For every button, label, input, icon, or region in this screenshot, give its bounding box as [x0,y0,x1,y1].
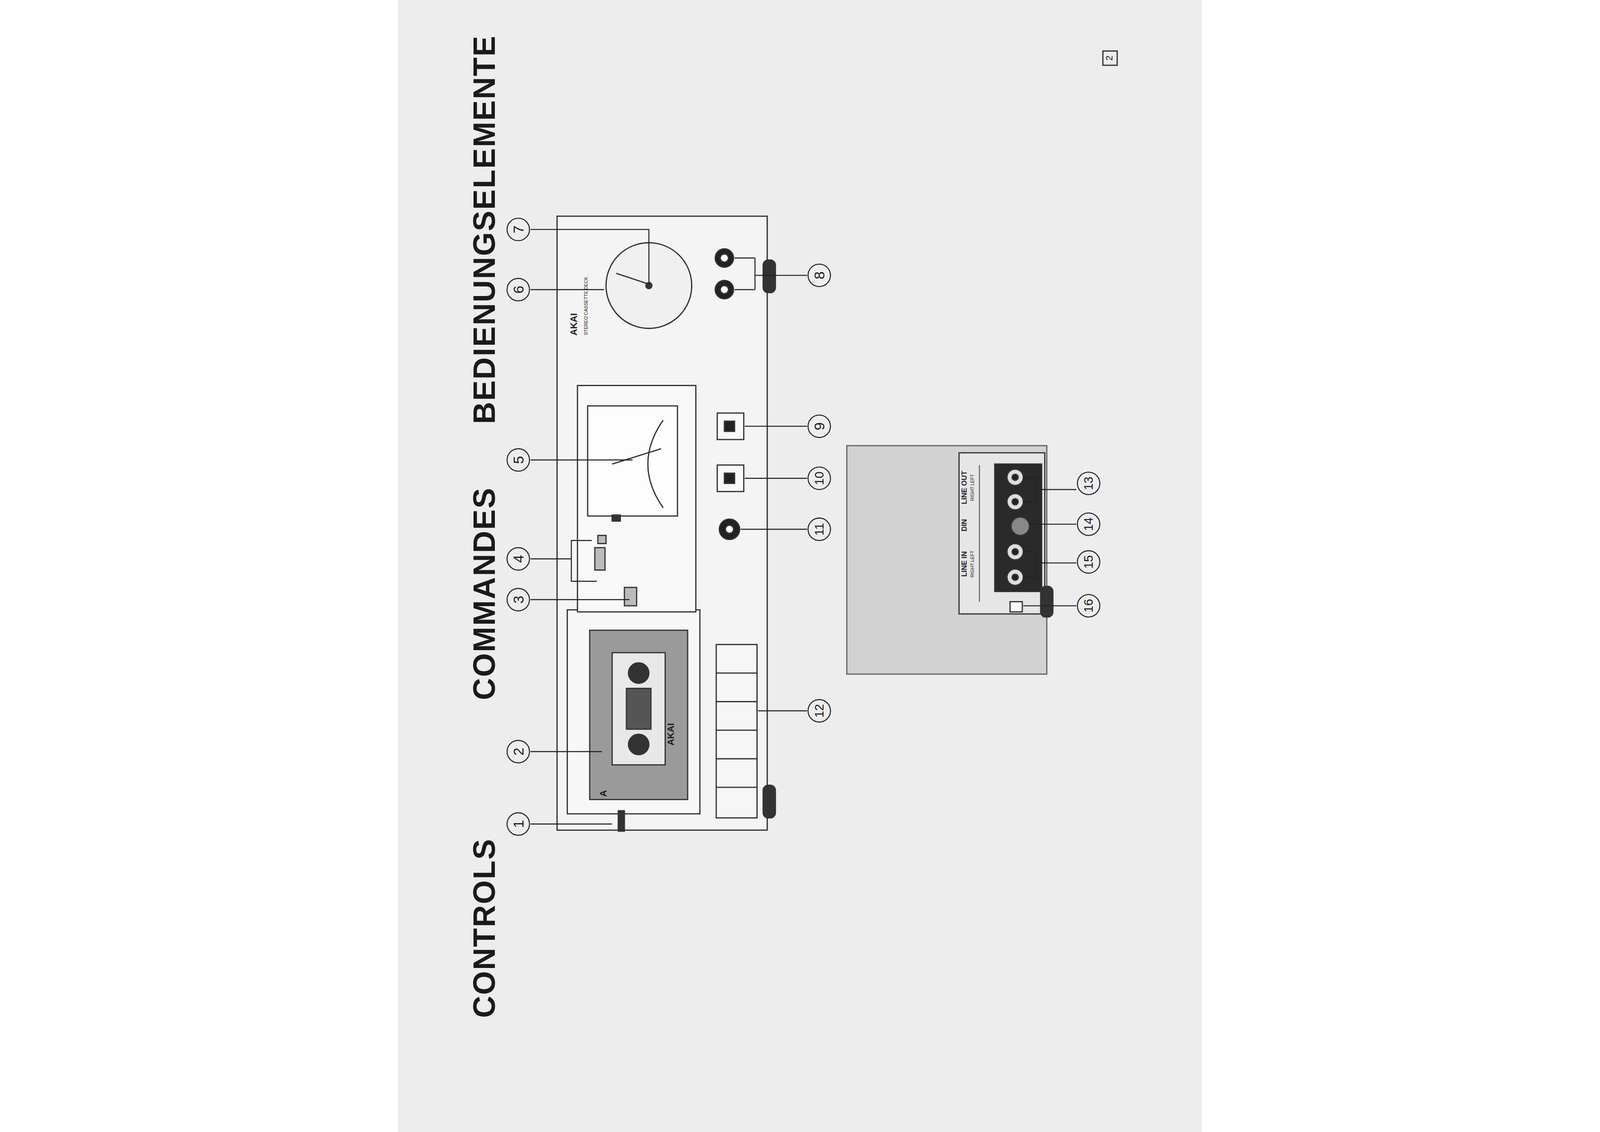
jack-label: LINE OUT [960,470,968,505]
selector-switch [717,413,744,440]
paper [397,0,1202,1132]
heading: CONTROLS [469,838,500,1019]
callout-circle [1077,594,1100,618]
callout-circle [507,588,530,612]
meter-needle [611,448,662,465]
faceplate [557,216,768,831]
switch [624,587,637,606]
callout-number: 8 [811,271,827,280]
reel-hub [628,734,650,756]
callout-number: 16 [1082,599,1095,613]
mic-jack [720,285,729,294]
meter-panel [577,385,696,612]
vu-meter [587,405,678,517]
jack-label: RIGHT LEFT [970,550,976,578]
cassette [589,630,688,800]
jack-label: RIGHT LEFT [970,474,976,501]
callout-circle [507,813,530,836]
heading: COMMANDES [469,487,500,701]
callout-circle [507,448,530,472]
headphone-jack [725,525,734,534]
callout-number: 2 [511,747,526,756]
door-mark: A [599,790,609,798]
mic-jack [720,253,729,262]
mic-jack [715,249,734,268]
selector-switch [724,421,735,432]
selector-switch [717,465,744,492]
callout-number: 11 [813,523,826,536]
headphone-jack [719,519,740,540]
callout-circle [1077,550,1100,574]
operation-keys [716,644,757,819]
callout-circle [507,740,530,764]
callout-number: 3 [511,595,526,604]
switch [597,535,606,544]
foot [763,260,776,293]
reel-hub [628,663,650,684]
callout-number: 5 [511,455,526,465]
foot [1040,586,1053,618]
switch [594,547,606,571]
callout-circle [507,218,530,242]
callout-number: 14 [1082,517,1095,532]
rear-housing [847,445,1048,675]
mic-jack [715,280,734,300]
eject-lever [618,811,625,832]
cassette-label [611,652,665,766]
callout-number: 7 [511,225,526,234]
brand: AKAI [666,723,676,747]
callout-circle [1077,513,1100,536]
page-number: 2 [1105,55,1115,61]
foot [763,785,776,818]
panel-text: STEREO CASSETTE DECK [584,276,589,336]
callout-circle [808,518,831,542]
heading: BEDIENUNGSELEMENTE [469,35,500,424]
callout-circle [808,415,831,439]
cassette-door [567,610,700,815]
callout-number: 13 [1082,476,1095,491]
meter-scale [647,420,664,509]
callout-number: 9 [811,422,827,431]
callout-circle [1077,472,1100,495]
jack-label: DIN [960,519,968,532]
callout-circle [808,467,831,490]
page-number-box [1102,50,1118,65]
callout-number: 4 [511,555,526,564]
callout-number: 6 [511,285,526,295]
cassette-window [626,688,651,730]
callout-circle [808,264,831,287]
callout-circle [507,278,530,302]
brand: AKAI [569,313,579,336]
voltage-selector [1010,602,1023,613]
connector-plate [994,464,1042,592]
callout-circle [808,700,831,723]
selector-switch [724,473,735,484]
indicator [611,515,621,522]
callout-number: 12 [813,704,826,718]
callout-number: 15 [1082,555,1095,570]
knob-pointer [616,273,648,284]
callout-number: 10 [813,471,826,486]
callout-circle [507,547,530,571]
jack-label: LINE IN [960,551,968,577]
callout-number: 1 [511,820,526,829]
